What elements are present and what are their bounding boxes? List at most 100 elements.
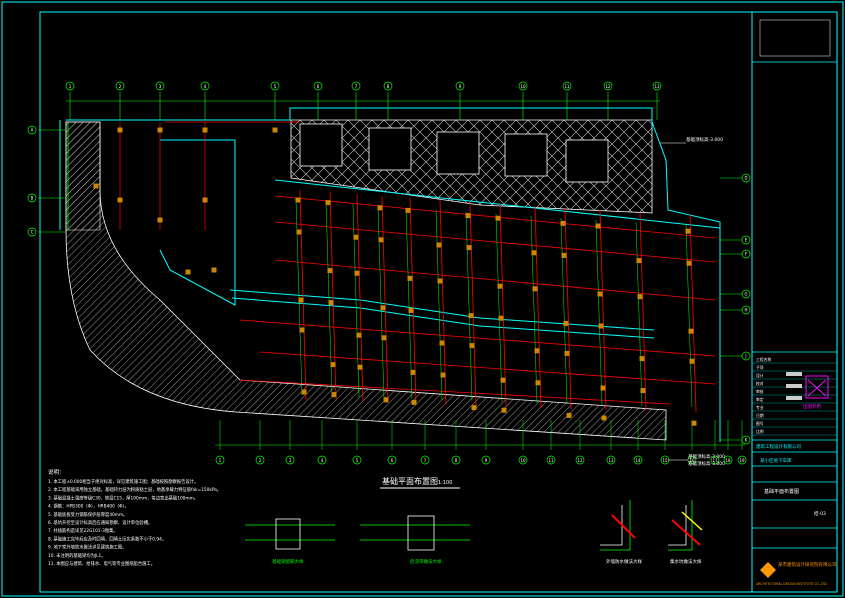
column-footing	[466, 245, 472, 251]
note-line: 6. 基坑开挖至设计标高后应通知勘察、设计单位验槽。	[48, 519, 152, 526]
column-footing	[377, 205, 383, 211]
axis-bubble	[741, 305, 751, 315]
footing-edge	[530, 215, 538, 404]
column-footing	[296, 229, 302, 235]
column-footing	[295, 197, 301, 203]
column-footing	[299, 327, 305, 333]
axis-bubble	[270, 81, 280, 91]
axis-bubble	[313, 81, 323, 91]
hatched-zone-top	[290, 119, 653, 214]
axis-label-right: J	[744, 354, 746, 359]
axis-bubble	[518, 455, 528, 465]
column-footing	[534, 348, 540, 354]
column-footing	[408, 307, 414, 313]
axis-label-top: 7	[355, 84, 358, 89]
axis-label-bottom: 14	[635, 458, 641, 463]
field-value-block	[786, 372, 802, 376]
column-footing	[380, 305, 386, 311]
axis-bubble	[200, 81, 210, 91]
column-footing	[639, 356, 645, 362]
axis-label-top: 3	[159, 84, 162, 89]
axis-label-top: 13	[654, 84, 660, 89]
column-footing	[436, 242, 442, 248]
axis-bubble	[741, 351, 751, 361]
title-field-label: 审定	[756, 397, 764, 402]
axis-bubble	[420, 455, 430, 465]
axis-label-top: 6	[317, 84, 320, 89]
column-footing	[561, 252, 567, 258]
axis-label-right: K	[745, 438, 748, 443]
stamp-text: 出图专用	[803, 403, 821, 410]
column-footing	[117, 127, 123, 133]
column-footing	[563, 320, 569, 326]
title-field-label: 图号	[756, 421, 764, 426]
column-footing	[157, 127, 163, 133]
beam-line	[499, 203, 507, 408]
note-line: 1. 本工程±0.000相当于绝对标高，详见建筑施工图；基础按照勘察报告设计。	[48, 478, 198, 485]
drawing-title: 基础平面布置图	[382, 476, 438, 486]
axis-bubble	[455, 81, 465, 91]
axis-bubble	[387, 455, 397, 465]
column-footing	[272, 127, 278, 133]
company-logo	[760, 562, 776, 578]
axis-label-top: 11	[564, 84, 570, 89]
inner-frame	[39, 11, 838, 593]
note-line: 11. 本图应与建筑、给排水、电气等专业图纸配合施工。	[48, 560, 155, 567]
column-footing	[471, 405, 477, 411]
axis-label-left: A	[31, 128, 34, 133]
column-footing	[600, 385, 606, 391]
axis-bubble	[741, 435, 751, 445]
elevation-callouts: 基础顶标高-3.000 基础顶标高-3.000 基础顶标高-3.000	[660, 136, 725, 467]
column-footing	[691, 420, 697, 426]
axis-label-right: H	[744, 308, 747, 313]
title-field-label: 设计	[756, 373, 764, 378]
title-field-label: 日期	[756, 413, 764, 418]
axis-bubble	[723, 455, 733, 465]
footing-edge	[405, 207, 413, 400]
axis-label-right: E	[745, 238, 748, 243]
axis-label-bottom: 17	[712, 458, 718, 463]
axis-bubble	[255, 455, 265, 465]
axis-label-top: 4	[204, 84, 207, 89]
axis-bubble	[27, 193, 37, 203]
title-block	[751, 12, 837, 592]
axis-label-bottom: 15	[662, 458, 668, 463]
column-footing	[437, 278, 443, 284]
column-footing	[689, 358, 695, 364]
detail-label-2: 后浇带做法大样	[410, 558, 442, 565]
column-footing	[407, 275, 413, 281]
column-footing	[532, 286, 538, 292]
title-field-label: 比例	[756, 429, 764, 434]
axis-bubble	[633, 455, 643, 465]
column-footing	[378, 237, 384, 243]
beam-line	[534, 205, 542, 409]
axis-label-bottom: 19	[739, 458, 745, 463]
beam-line	[274, 195, 716, 239]
axis-bubble	[741, 173, 751, 183]
column-footing	[411, 399, 417, 405]
axis-bubble	[575, 455, 585, 465]
axis-bubble	[562, 81, 572, 91]
column-footing	[560, 220, 566, 226]
axis-label-right: G	[744, 292, 747, 297]
axis-label-bottom: 2	[259, 458, 262, 463]
axis-bubble	[27, 227, 37, 237]
axis-label-bottom: 7	[424, 458, 427, 463]
note-line: 3. 基础混凝土强度等级C30，垫层C15，厚100mm，每边宽出基础100mm…	[48, 494, 198, 501]
column-footing	[601, 415, 607, 421]
beam-line	[689, 213, 697, 413]
axis-bubble	[352, 455, 362, 465]
column-footing	[500, 377, 506, 383]
column-footing	[330, 362, 336, 368]
column-footing	[595, 223, 601, 229]
building-outline	[66, 107, 721, 442]
footing-edge	[685, 223, 693, 408]
axis-label-top: 1	[69, 84, 72, 89]
note-line: 9. 地下室外墙防水做法详见建筑施工图。	[48, 544, 127, 551]
beam-line	[381, 195, 389, 404]
axis-label-left: C	[31, 230, 34, 235]
column-footing	[535, 380, 541, 386]
axis-bubble	[65, 81, 75, 91]
